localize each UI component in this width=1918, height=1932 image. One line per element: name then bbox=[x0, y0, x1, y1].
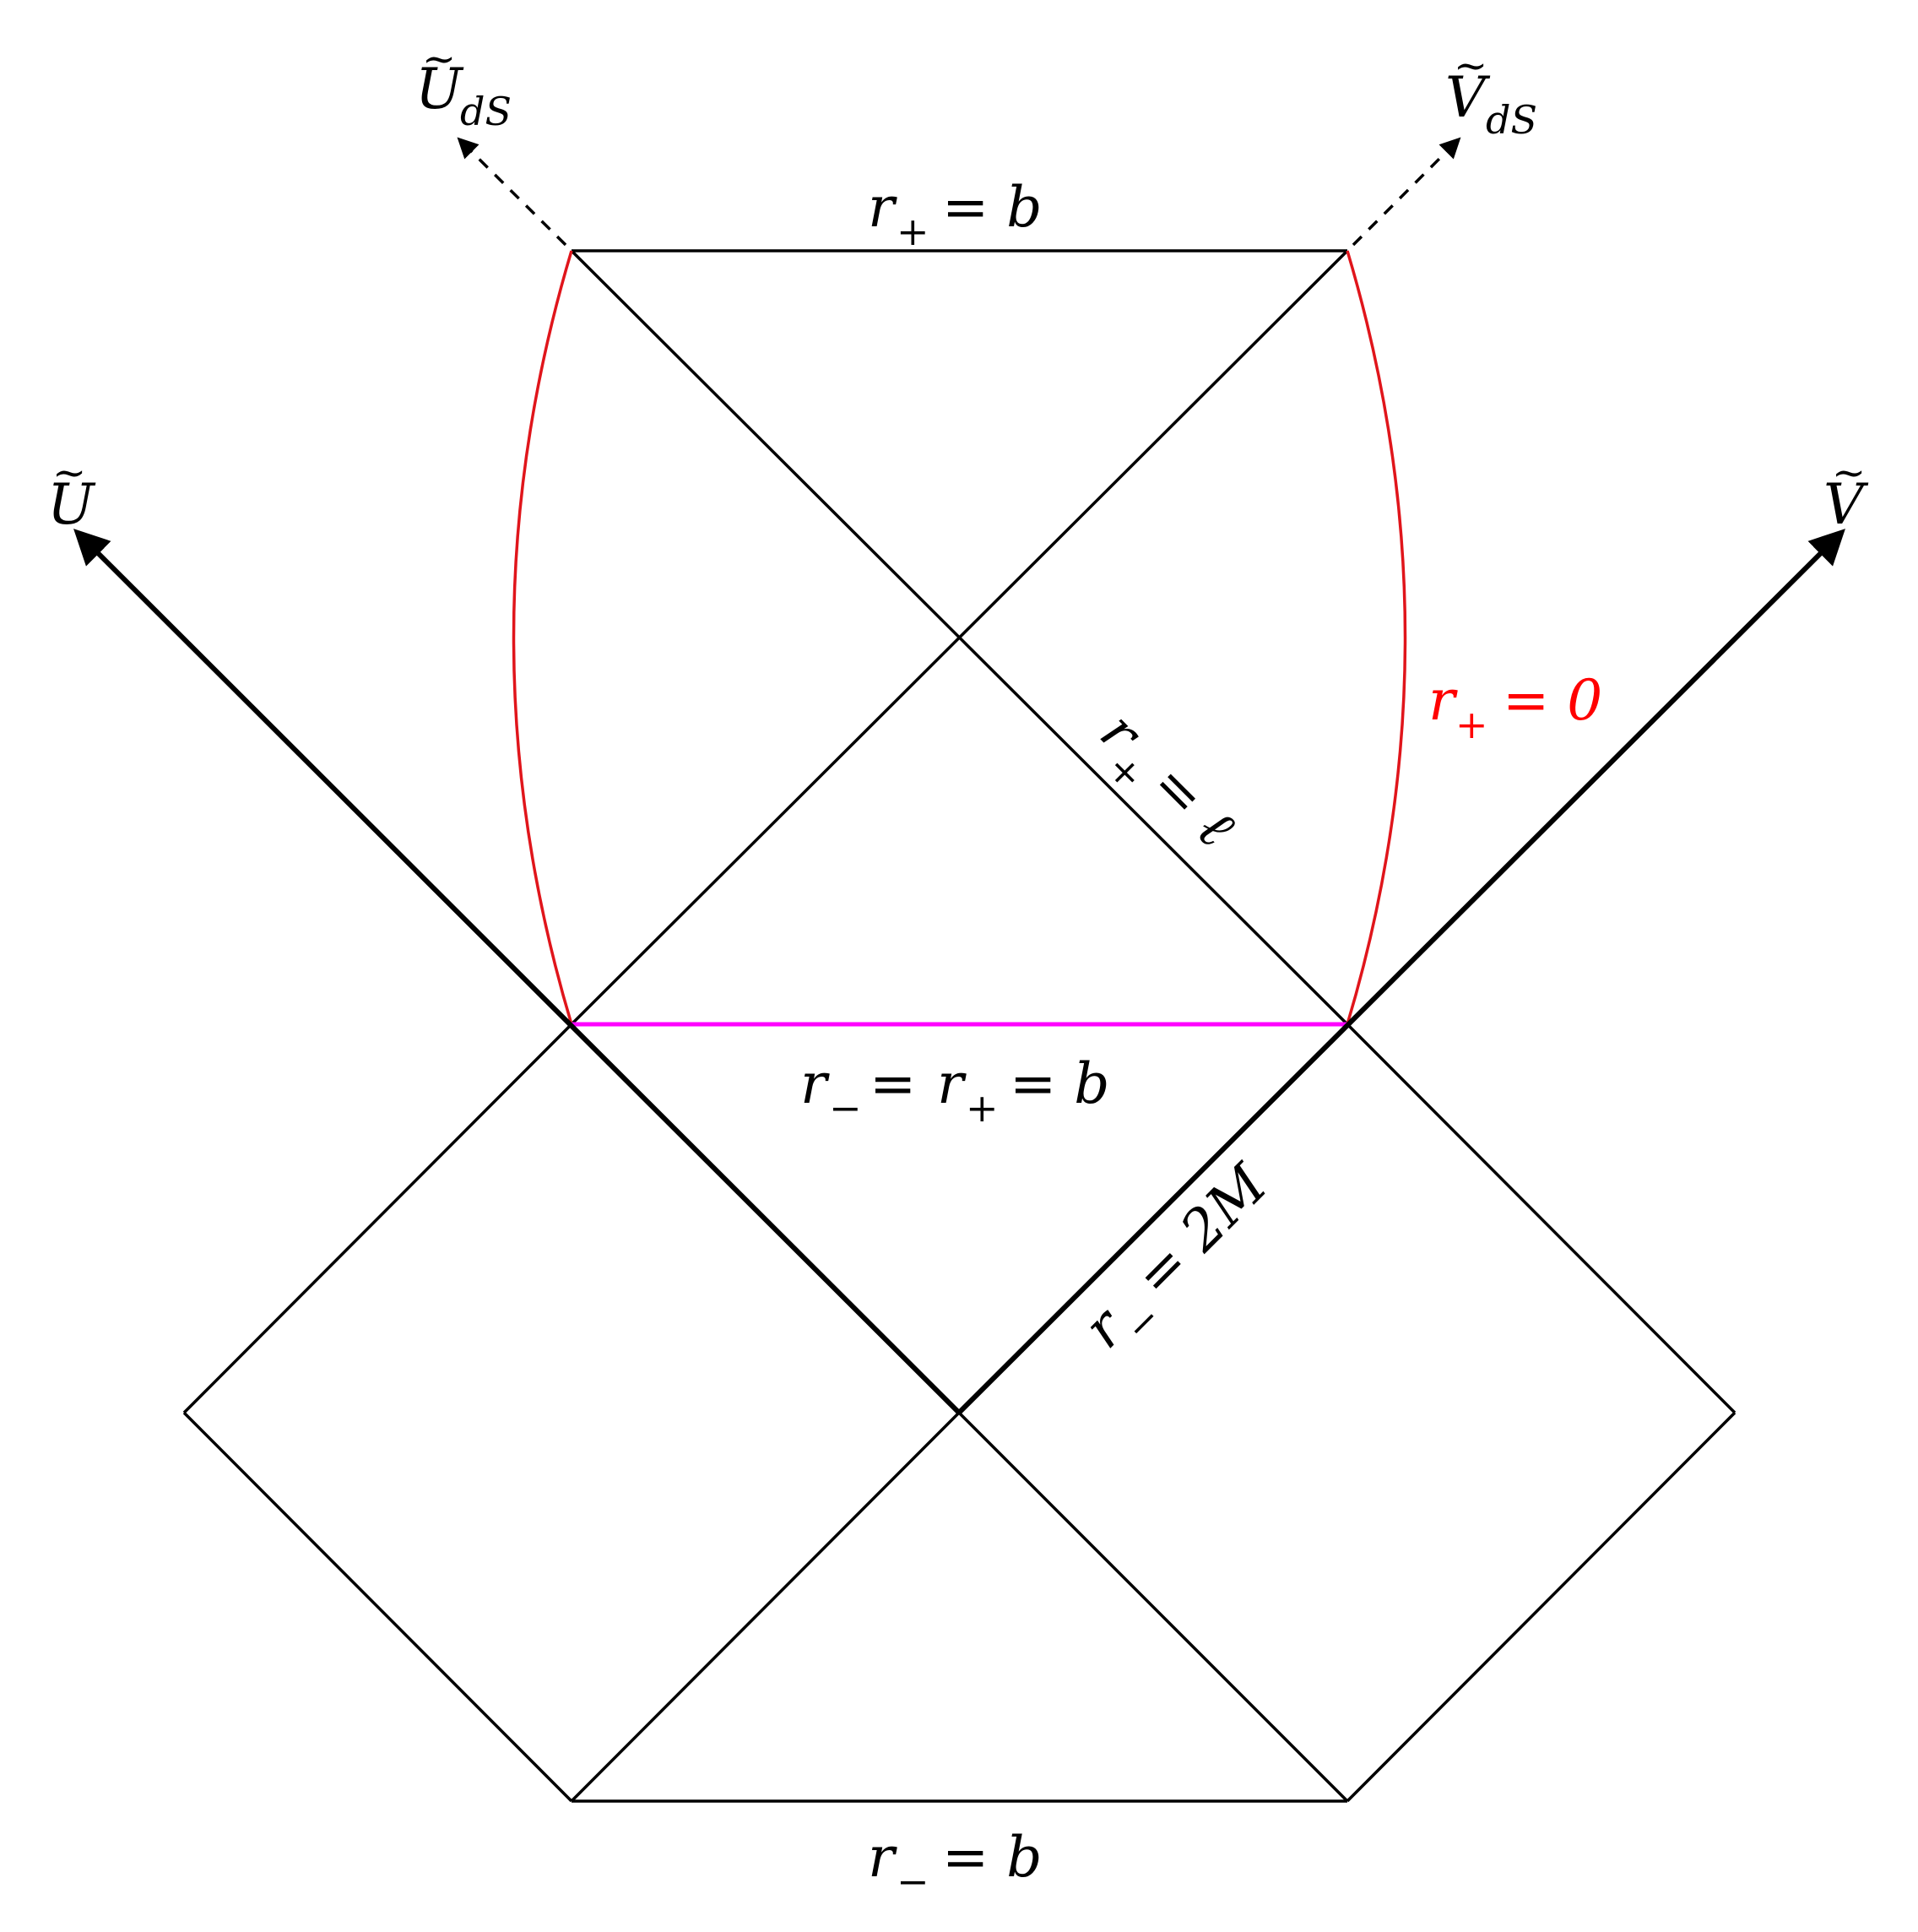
lower-left-lower-edge bbox=[182, 1411, 573, 1803]
svg-text:=: = bbox=[870, 1051, 916, 1116]
v-ds-axis-label: V ~ dS bbox=[1445, 42, 1537, 143]
svg-text:−: − bbox=[897, 1859, 929, 1904]
u-axis-line bbox=[73, 529, 962, 1415]
svg-text:r: r bbox=[868, 1825, 897, 1890]
svg-text:r: r bbox=[868, 175, 897, 240]
svg-text:~: ~ bbox=[1832, 449, 1866, 497]
red-curve-label: r + = 0 bbox=[1428, 668, 1602, 747]
u-ds-axis-line bbox=[457, 137, 567, 247]
svg-text:= b: = b bbox=[1010, 1051, 1110, 1116]
svg-text:= 2M: = 2M bbox=[1123, 1152, 1281, 1310]
v-axis-label: V ~ bbox=[1823, 449, 1869, 537]
svg-text:dS: dS bbox=[1486, 97, 1537, 143]
middle-edge-label: r − = r + = b bbox=[800, 1051, 1110, 1131]
svg-text:~: ~ bbox=[1454, 42, 1487, 90]
svg-text:r: r bbox=[937, 1051, 967, 1116]
svg-text:~: ~ bbox=[422, 35, 456, 83]
right-boundary-curve bbox=[1346, 250, 1407, 1025]
diag-upper-label: r + = ℓ bbox=[1088, 700, 1248, 860]
svg-text:V: V bbox=[1445, 65, 1491, 130]
upper-diagonal-left bbox=[570, 249, 1349, 1026]
lower-right-lower-edge bbox=[1346, 1411, 1736, 1803]
diag-lower-label: r − = 2M bbox=[1071, 1152, 1281, 1361]
svg-text:U: U bbox=[47, 472, 96, 537]
svg-text:= b: = b bbox=[942, 1825, 1043, 1890]
lower-inner-left-edge bbox=[570, 1411, 961, 1803]
top-edge-label: r + = b bbox=[868, 175, 1043, 254]
lower-inner-right-edge bbox=[957, 1411, 1349, 1803]
svg-text:+: + bbox=[966, 1085, 999, 1131]
left-boundary-curve bbox=[512, 250, 573, 1025]
svg-text:+: + bbox=[897, 209, 929, 254]
svg-text:U: U bbox=[415, 57, 464, 122]
u-axis-label: U ~ bbox=[47, 449, 96, 537]
bottom-edge-label: r − = b bbox=[868, 1825, 1043, 1904]
svg-text:r: r bbox=[1428, 668, 1458, 733]
v-ds-axis-line bbox=[1352, 137, 1461, 247]
svg-text:= ℓ: = ℓ bbox=[1139, 752, 1247, 860]
svg-text:~: ~ bbox=[52, 449, 86, 497]
svg-text:V: V bbox=[1823, 472, 1869, 537]
svg-text:dS: dS bbox=[460, 89, 512, 134]
svg-text:+: + bbox=[1455, 702, 1488, 747]
lower-left-upper-edge bbox=[182, 1023, 573, 1414]
svg-text:r: r bbox=[800, 1051, 830, 1116]
v-axis-line bbox=[956, 529, 1845, 1415]
svg-text:= b: = b bbox=[942, 175, 1043, 240]
svg-text:= 0: = 0 bbox=[1503, 668, 1602, 733]
u-ds-axis-label: U ~ dS bbox=[415, 35, 512, 134]
svg-text:−: − bbox=[829, 1085, 862, 1131]
lower-right-upper-edge bbox=[1346, 1023, 1736, 1414]
